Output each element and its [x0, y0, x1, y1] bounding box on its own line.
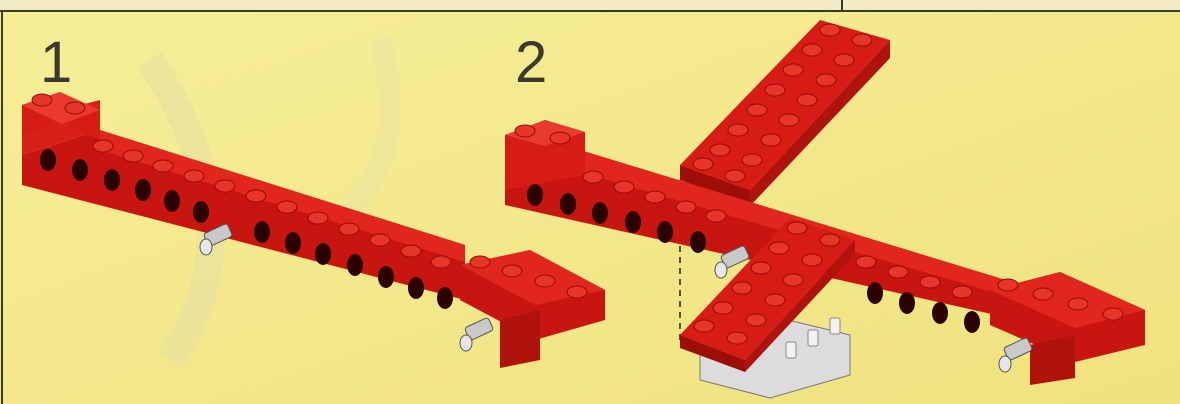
top-margin: [0, 0, 1180, 10]
right-block-leg: [500, 310, 540, 368]
step-number: 1: [40, 34, 72, 92]
step-number: 2: [515, 34, 547, 92]
